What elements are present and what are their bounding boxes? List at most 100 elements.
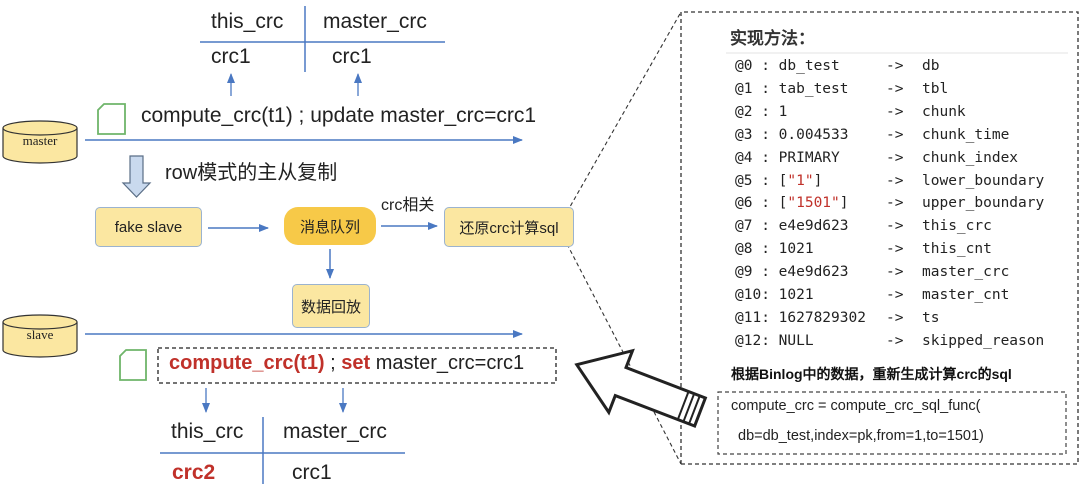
- mapping-arrow: ->: [886, 103, 904, 120]
- bottom-table-header-this: this_crc: [171, 420, 244, 443]
- mapping-target: this_cnt: [922, 241, 992, 258]
- mapping-index: @7 :: [735, 218, 779, 235]
- crc-related-label: crc相关: [381, 197, 435, 214]
- mapping-index: @6 :: [735, 195, 779, 212]
- binlog-mapping-row: @2 : 1: [735, 104, 787, 120]
- mapping-arrow: ->: [886, 172, 904, 189]
- mapping-arrow: ->: [886, 218, 904, 235]
- mapping-target: chunk: [922, 103, 966, 120]
- mapping-value: e4e9d623: [778, 218, 849, 235]
- mapping-value: 1021: [778, 241, 814, 258]
- bottom-statement-sep: ;: [324, 352, 342, 374]
- panel-note: 根据Binlog中的数据，重新生成计算crc的sql: [731, 366, 1012, 382]
- mapping-target: db: [922, 58, 940, 74]
- big-hollow-arrow: [574, 348, 708, 428]
- document-icon-bottom: [119, 349, 147, 381]
- mapping-arrow: ->: [886, 126, 904, 143]
- bottom-table-value-this: crc2: [172, 461, 216, 484]
- binlog-mapping-row: @1 : tab_test: [735, 81, 849, 97]
- top-statement: compute_crc(t1) ; update master_crc=crc1: [141, 104, 537, 127]
- binlog-mapping-row: @8 : 1021: [735, 241, 814, 257]
- code-line-1: compute_crc = compute_crc_sql_func(: [731, 398, 981, 414]
- mapping-arrow: ->: [886, 80, 904, 97]
- node-fake-slave: fake slave: [95, 207, 202, 247]
- mapping-arrow: ->: [886, 58, 904, 74]
- mapping-target: this_crc: [922, 218, 992, 235]
- mapping-index: @1 :: [735, 80, 779, 97]
- mapping-index: @9 :: [735, 264, 779, 281]
- slave-cylinder-icon: [2, 314, 78, 358]
- connector-top: [566, 11, 682, 213]
- mapping-arrow: ->: [886, 309, 904, 326]
- mapping-index: @4 :: [735, 149, 779, 166]
- mapping-arrow: ->: [886, 149, 904, 166]
- mapping-value: db_test: [778, 58, 840, 74]
- node-data-replay: 数据回放: [292, 284, 370, 328]
- binlog-mapping-row: @10: 1021: [735, 287, 814, 303]
- bottom-statement-compute: compute_crc(t1): [169, 352, 325, 374]
- mapping-value: 1021: [778, 287, 814, 303]
- replication-label: row模式的主从复制: [165, 162, 338, 184]
- mapping-target: master_crc: [922, 264, 1010, 281]
- bottom-table-value-master: crc1: [292, 461, 332, 484]
- top-table-value-this: crc1: [211, 45, 251, 68]
- bottom-statement-set: set: [341, 352, 371, 374]
- binlog-mapping-row: @6 : ["1501"]: [735, 195, 849, 211]
- connector-bottom: [566, 243, 682, 465]
- binlog-mapping-row: @12: NULL: [735, 333, 814, 349]
- binlog-mapping-row: @0 : db_test: [735, 58, 840, 74]
- mapping-arrow: ->: [886, 195, 904, 212]
- mapping-target: chunk_index: [922, 149, 1019, 166]
- mapping-value: 1: [778, 103, 788, 120]
- bottom-table-header-master: master_crc: [283, 420, 387, 443]
- binlog-mapping-row: @5 : ["1"]: [735, 173, 822, 189]
- mapping-index: @12:: [735, 332, 779, 349]
- panel-title: 实现方法：: [730, 29, 815, 48]
- mapping-target: master_cnt: [922, 287, 1010, 303]
- mapping-target: skipped_reason: [922, 332, 1045, 349]
- mapping-arrow: ->: [886, 332, 904, 349]
- mapping-value: tab_test: [778, 80, 849, 97]
- node-restore-crc-sql: 还原crc计算sql: [444, 207, 574, 247]
- mapping-index: @10:: [735, 287, 779, 303]
- replication-down-arrow: [121, 155, 152, 198]
- mapping-arrow: ->: [886, 264, 904, 281]
- mapping-target: chunk_time: [922, 126, 1010, 143]
- mapping-value: PRIMARY: [778, 149, 840, 166]
- node-message-queue: 消息队列: [284, 207, 376, 245]
- mapping-value: NULL: [778, 332, 814, 349]
- master-label: master: [22, 133, 58, 148]
- mapping-target: lower_boundary: [922, 172, 1045, 189]
- document-icon-top: [97, 103, 126, 135]
- right-panel-frame: [680, 11, 1079, 465]
- mapping-index: @5 :: [735, 172, 779, 189]
- top-table-header-this: this_crc: [211, 10, 284, 33]
- mapping-target: tbl: [922, 80, 949, 97]
- mapping-index: @8 :: [735, 241, 779, 258]
- mapping-value: ["1"]: [778, 172, 823, 189]
- top-table-value-master: crc1: [332, 45, 372, 68]
- mapping-target: upper_boundary: [922, 195, 1045, 212]
- bottom-statement: compute_crc(t1) ; set master_crc=crc1: [169, 352, 524, 375]
- mapping-value: ["1501"]: [778, 195, 849, 212]
- mapping-index: @0 :: [735, 58, 779, 74]
- mapping-value: e4e9d623: [778, 264, 849, 281]
- mapping-value: 0.004533: [778, 126, 849, 143]
- mapping-value: 1627829302: [778, 309, 866, 326]
- binlog-mapping-row: @7 : e4e9d623: [735, 218, 849, 234]
- code-box-frame: [717, 391, 1067, 455]
- mapping-arrow: ->: [886, 241, 904, 258]
- mapping-index: @3 :: [735, 126, 779, 143]
- binlog-mapping-row: @11: 1627829302: [735, 310, 866, 326]
- mapping-index: @11:: [735, 309, 779, 326]
- top-table-header-master: master_crc: [323, 10, 427, 33]
- binlog-mapping-row: @9 : e4e9d623: [735, 264, 849, 280]
- bottom-statement-assign: master_crc=crc1: [370, 352, 525, 374]
- mapping-index: @2 :: [735, 103, 779, 120]
- mapping-target: ts: [922, 309, 940, 326]
- slave-label: slave: [26, 327, 54, 342]
- master-cylinder-icon: [2, 120, 78, 164]
- binlog-mapping-row: @4 : PRIMARY: [735, 150, 840, 166]
- mapping-arrow: ->: [886, 287, 904, 303]
